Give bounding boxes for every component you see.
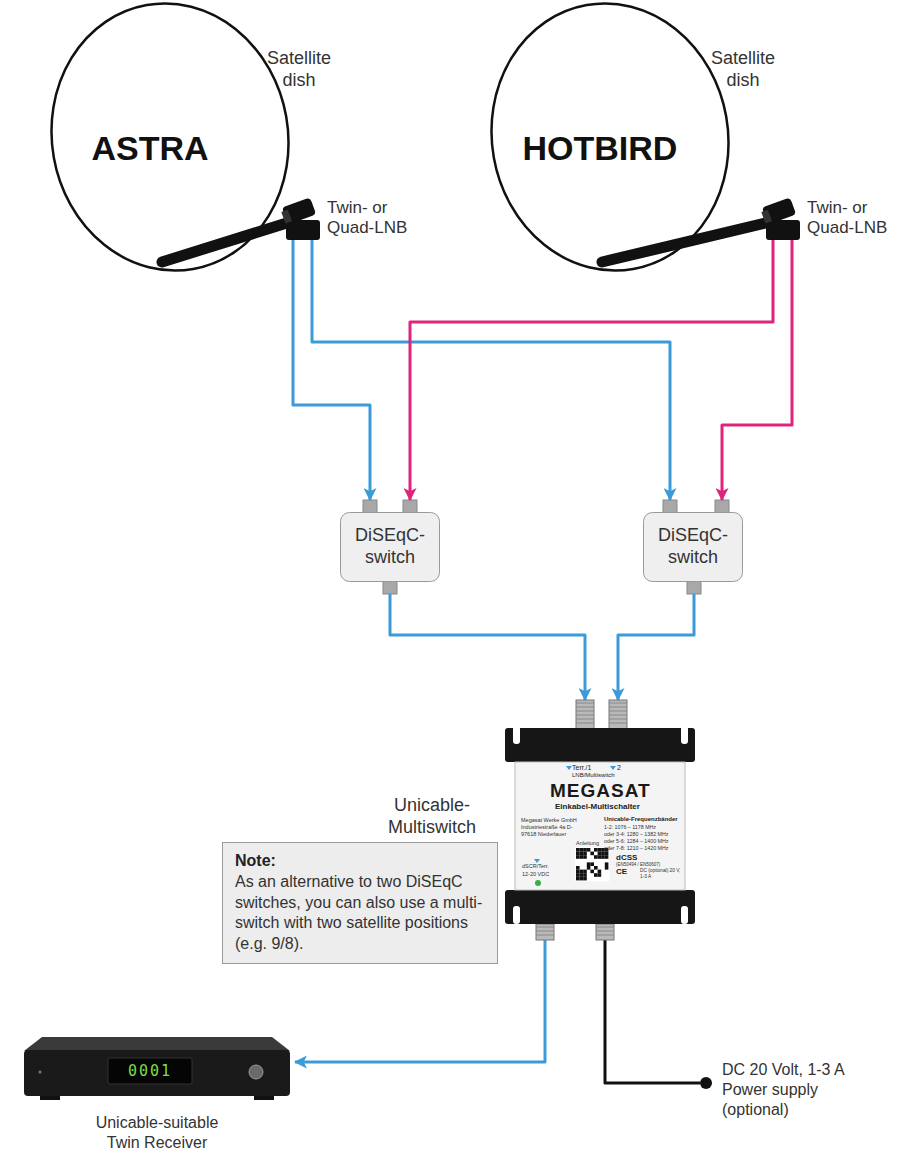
cable bbox=[390, 594, 585, 700]
brand-logo: MEGASAT bbox=[550, 780, 660, 803]
receiver-label: Unicable-suitable Twin Receiver bbox=[82, 1113, 232, 1153]
power-rating: DC (optional) 20 V, 1-3 A bbox=[640, 868, 682, 880]
cable bbox=[605, 940, 700, 1083]
switch-label: DiSEqC- switch bbox=[651, 525, 735, 568]
band-line: oder 7-8: 1210 – 1420 MHz bbox=[604, 845, 685, 851]
device-label: Unicable- Multiswitch bbox=[378, 795, 486, 838]
port-label: 2 bbox=[617, 764, 629, 772]
band-line: oder 3-4: 1280 – 1382 MHz bbox=[604, 831, 685, 837]
ce-mark: CE bbox=[616, 867, 636, 877]
dish-outline bbox=[471, 0, 750, 289]
note-box: Note:As an alternative to two DiSEqC swi… bbox=[222, 842, 498, 964]
note-heading: Note: bbox=[235, 851, 485, 872]
dish-label: Satellite dish bbox=[702, 48, 784, 91]
maker-address: Megasat Werke GmbH Industriestraße 4a D-… bbox=[521, 817, 577, 838]
band-line: 1-2: 1076 – 1178 MHz bbox=[604, 824, 685, 830]
port-label: Terr./1 bbox=[572, 764, 612, 772]
display-digits: 0001 bbox=[108, 1062, 192, 1080]
band-heading: Unicable-Frequenzbänder bbox=[604, 816, 684, 823]
multiswitch-housing bbox=[505, 700, 695, 940]
standard-numbers: (EN50494 / EN50607) bbox=[616, 862, 682, 867]
product-name: Einkabel-Multischalter bbox=[555, 802, 655, 812]
diseqc-switch: DiSEqC- switch bbox=[643, 512, 743, 582]
note-text: As an alternative to two DiSEqC switches… bbox=[235, 872, 485, 955]
satellite-name: ASTRA bbox=[60, 128, 240, 169]
unicable-multiswitch: Unicable- MultiswitchTerr./12LNB/Multisw… bbox=[500, 700, 700, 940]
power-label: DC 20 Volt, 1-3 A Power supply (optional… bbox=[722, 1060, 872, 1120]
cable bbox=[722, 240, 792, 500]
lnb: Twin- or Quad-LNB bbox=[762, 198, 897, 240]
cable bbox=[293, 240, 370, 500]
switch-box bbox=[644, 513, 743, 582]
power-supply: DC 20 Volt, 1-3 A Power supply (optional… bbox=[700, 1060, 880, 1125]
lnb: Twin- or Quad-LNB bbox=[282, 198, 417, 240]
dish-outline bbox=[31, 0, 310, 289]
manual-label: Anleitung bbox=[576, 840, 606, 847]
lnb-head bbox=[281, 197, 320, 240]
port-label: LNB/Multiswitch bbox=[572, 772, 642, 779]
twin-receiver: 0001Unicable-suitable Twin Receiver bbox=[20, 1015, 295, 1165]
terminal-dot bbox=[700, 1077, 712, 1089]
cable bbox=[410, 240, 773, 500]
lnb-head bbox=[761, 197, 800, 240]
output-label: dSCR/Terr. bbox=[522, 863, 562, 870]
satellite-name: HOTBIRD bbox=[510, 128, 690, 169]
satellite-dish: HOTBIRDSatellite dish bbox=[480, 0, 780, 285]
switch-label: DiSEqC- switch bbox=[348, 525, 432, 568]
receiver-body bbox=[24, 1037, 290, 1100]
diseqc-switch: DiSEqC- switch bbox=[340, 512, 440, 582]
cable bbox=[312, 240, 670, 500]
lnb-label: Twin- or Quad-LNB bbox=[327, 198, 415, 237]
switch-box bbox=[341, 513, 440, 582]
band-line: oder 5-6: 1284 – 1400 MHz bbox=[604, 838, 685, 844]
satellite-dish: ASTRA Satellite dish bbox=[40, 0, 340, 285]
standard-name: dCSS bbox=[616, 853, 656, 863]
lnb-label: Twin- or Quad-LNB bbox=[807, 198, 893, 237]
voltage-label: 12-20 VDC bbox=[522, 871, 562, 878]
dish-label: Satellite dish bbox=[258, 48, 340, 91]
cable bbox=[618, 594, 694, 700]
